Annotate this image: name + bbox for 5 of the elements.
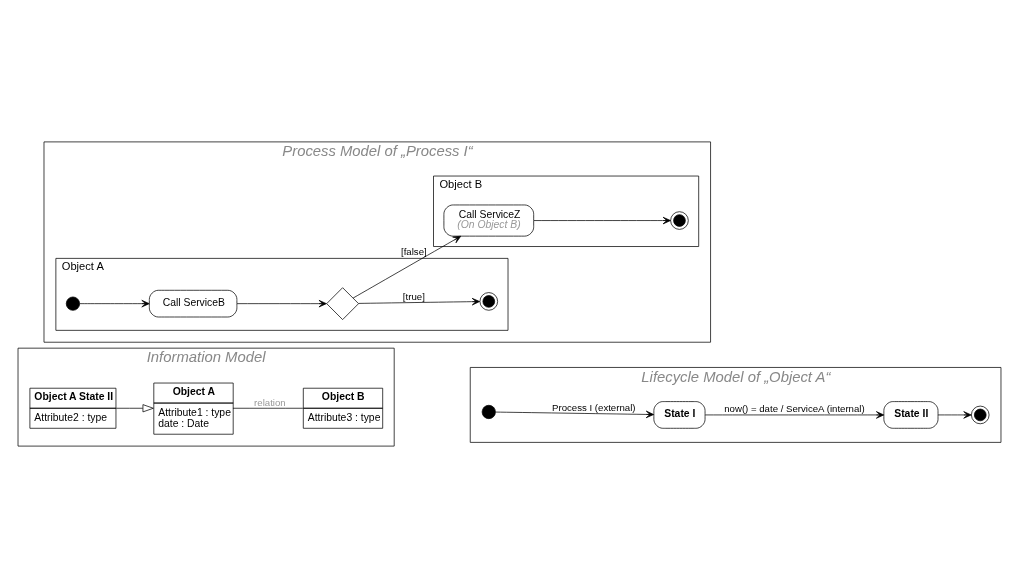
edge-label: relation [254,396,286,408]
edge-label: [false] [401,245,427,257]
edge-label: Process I (external) [552,401,636,413]
edge-label: [true] [402,290,425,302]
edge-label: now() = date / ServiceA (internal) [724,402,865,414]
